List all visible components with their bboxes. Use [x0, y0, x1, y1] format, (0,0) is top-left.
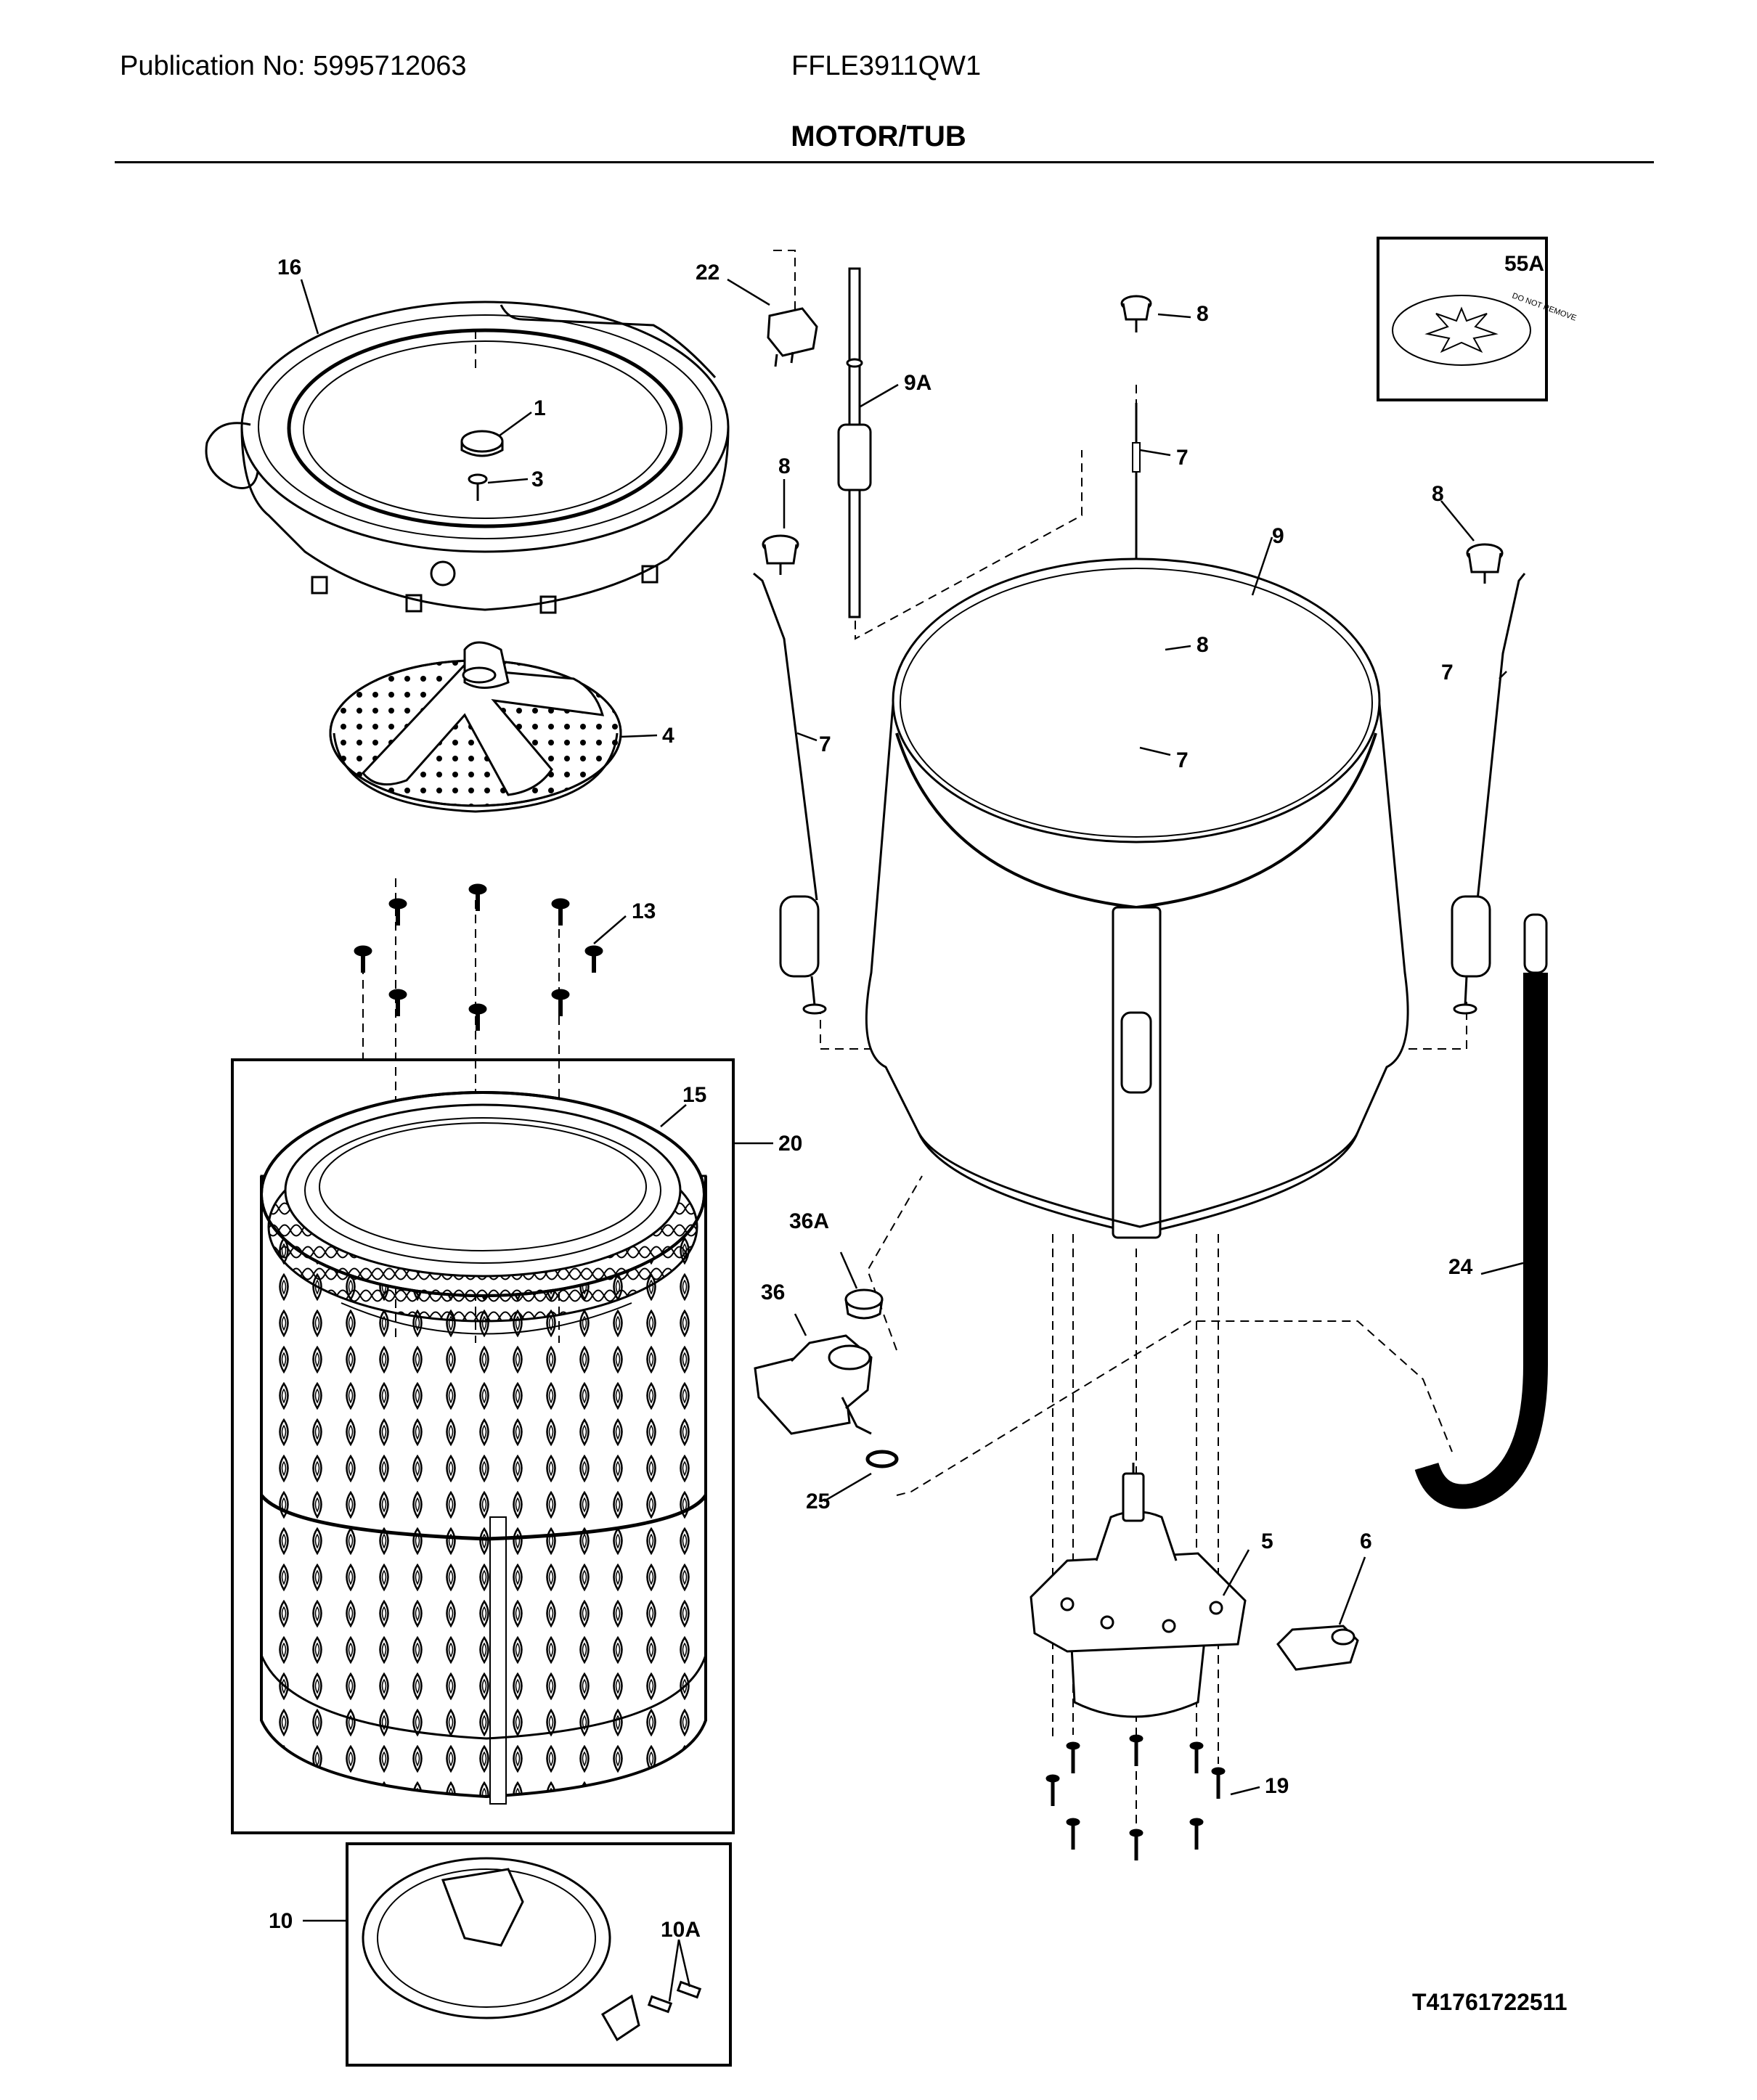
- wash-basket: [260, 1091, 708, 1805]
- suspension-rod-9A: [837, 267, 872, 618]
- basket-assembly-box: [231, 1058, 735, 1834]
- callout-25: 25: [806, 1490, 830, 1513]
- callout-10A: 10A: [661, 1918, 701, 1942]
- outer-tub: [865, 557, 1409, 1239]
- suspension-rods: [753, 403, 1526, 1015]
- leader-lines: [300, 278, 1524, 2002]
- callout-13: 13: [632, 899, 656, 923]
- callout-15: 15: [682, 1083, 706, 1107]
- agitator-cap: [460, 430, 504, 457]
- callout-9A: 9A: [904, 371, 932, 395]
- basket-hub: [362, 1857, 640, 2042]
- cap-bolt: [468, 473, 488, 501]
- tub-cover-ring: [205, 301, 730, 614]
- callout-8-top: 8: [1197, 302, 1209, 326]
- callout-7-right: 7: [1441, 661, 1454, 685]
- diagram-code: T41761722511: [1412, 1989, 1568, 2015]
- callout-22: 22: [696, 261, 719, 285]
- callout-7-center: 7: [1176, 748, 1189, 772]
- callout-19: 19: [1265, 1774, 1289, 1798]
- shift-actuator: [1276, 1625, 1359, 1671]
- drive-motor: [1030, 1463, 1247, 1718]
- callout-8-left: 8: [778, 454, 791, 478]
- callout-7-left: 7: [819, 732, 831, 756]
- callout-55A: 55A: [1504, 252, 1544, 276]
- callout-labels: 16 1 3 4 13 15 20 10 10A 22 9A 8 8 8 9 7…: [269, 252, 1544, 1942]
- drain-pump: [754, 1288, 899, 1468]
- callout-20: 20: [778, 1132, 802, 1156]
- screws-13: [354, 883, 603, 1031]
- lid-switch: [767, 307, 818, 367]
- callout-5: 5: [1261, 1529, 1273, 1553]
- callout-3: 3: [531, 467, 544, 491]
- motor-bolts-19: [1045, 1734, 1226, 1860]
- hub-assembly-box: [346, 1842, 732, 2067]
- drain-hose: [1414, 913, 1548, 1509]
- callout-36A: 36A: [789, 1209, 829, 1233]
- callout-24: 24: [1448, 1255, 1473, 1279]
- callout-36: 36: [761, 1280, 785, 1304]
- callout-8-center: 8: [1197, 633, 1209, 657]
- inset-55A: DO NOT REMOVE: [1377, 237, 1578, 401]
- callout-4: 4: [662, 724, 674, 748]
- callout-10: 10: [269, 1909, 293, 1933]
- callout-6: 6: [1360, 1529, 1372, 1553]
- callout-1: 1: [534, 396, 546, 420]
- callout-9: 9: [1272, 524, 1284, 548]
- impeller: [329, 641, 622, 813]
- header-rule: [115, 161, 1654, 163]
- callout-7-upper: 7: [1176, 446, 1189, 470]
- model-number: FFLE3911QW1: [791, 51, 982, 81]
- callout-16: 16: [277, 256, 301, 279]
- callout-8-right: 8: [1432, 482, 1444, 506]
- hub-pins-10A: [647, 1980, 702, 2014]
- page-title: MOTOR/TUB: [791, 120, 966, 152]
- publication-number: Publication No: 5995712063: [120, 51, 467, 81]
